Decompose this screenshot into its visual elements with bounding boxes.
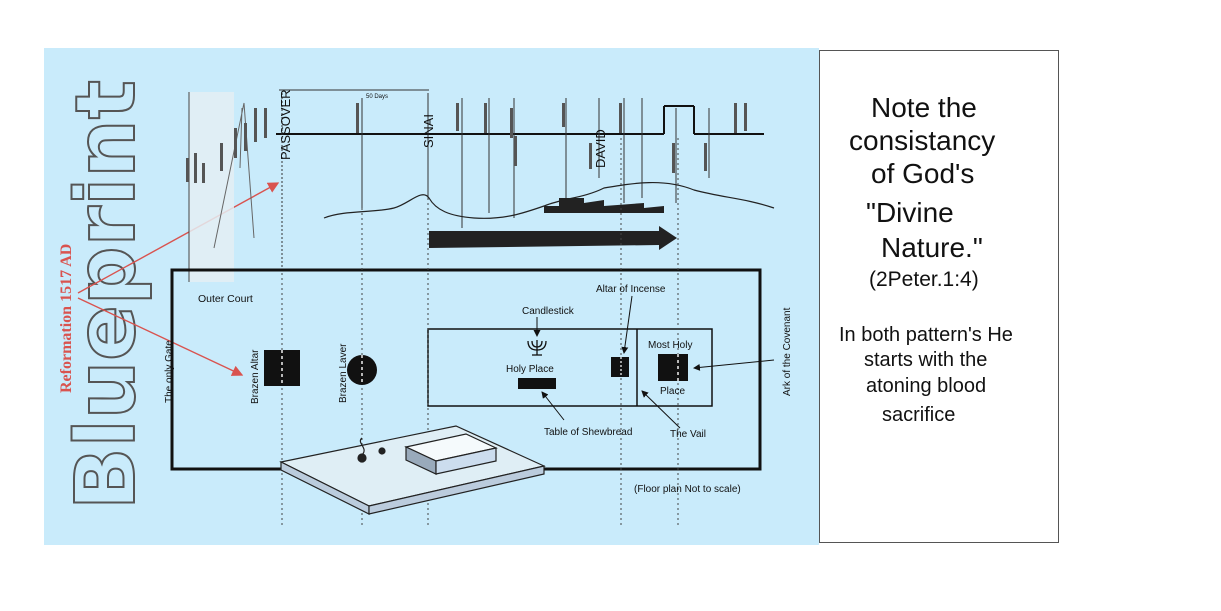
note-line-2: consistancy [849,125,996,156]
note-sub-line-1: In both pattern's He [839,324,1013,346]
brazen-altar-label: Brazen Altar [250,349,261,404]
note-box: Note the consistancy of God's "Divine Na… [819,50,1059,543]
span-label: 50 Days [366,94,388,100]
outer-court-label: Outer Court [198,293,253,305]
vail-label: The Vail [670,429,706,440]
ark-label: Ark of the Covenant [782,307,793,396]
altar-of-incense-shape [611,357,629,377]
only-gate-label: The only Gate [164,340,175,403]
note-sub-line-3: atoning blood [866,375,987,397]
holy-place-label: Holy Place [506,364,554,375]
reformation-arrow-altar [77,297,244,376]
brazen-laver-label: Brazen Laver [338,343,349,403]
note-sub-line-2: starts with the [864,349,988,371]
reformation-arrow-passover [77,182,280,294]
ark-shape [658,354,688,381]
place-label: Place [660,386,685,397]
passover-marker: PASSOVER [278,89,293,160]
scripture-reference: (2Peter.1:4) [869,268,979,291]
candlestick-icon [527,340,547,356]
david-marker: DAVID [593,129,608,168]
tabernacle-sketch [279,425,546,515]
tabernacle-outline [427,328,713,407]
note-line-4: "Divine [866,197,954,228]
note-line-1: Note the [871,92,977,123]
note-line-3: of God's [871,158,975,189]
candlestick-label: Candlestick [522,306,575,317]
blueprint-diagram: Blueprint Reformation 1517 AD 50 Days [58,79,793,528]
blueprint-title: Blueprint [59,80,154,510]
note-line-5: Nature." [881,232,983,263]
most-holy-label: Most Holy [648,340,692,351]
shewbread-shape [518,378,556,389]
timeline-sketch: 50 Days [186,89,775,282]
scale-note: (Floor plan Not to scale) [634,484,741,495]
note-sub-line-4: sacrifice [882,404,956,426]
altar-of-incense-label: Altar of Incense [596,284,666,295]
sinai-marker: SINAI [421,114,436,148]
reformation-label: Reformation 1517 AD [58,244,75,393]
blueprint-panel: Blueprint Reformation 1517 AD 50 Days [44,48,819,545]
shewbread-label: Table of Shewbread [544,427,632,438]
